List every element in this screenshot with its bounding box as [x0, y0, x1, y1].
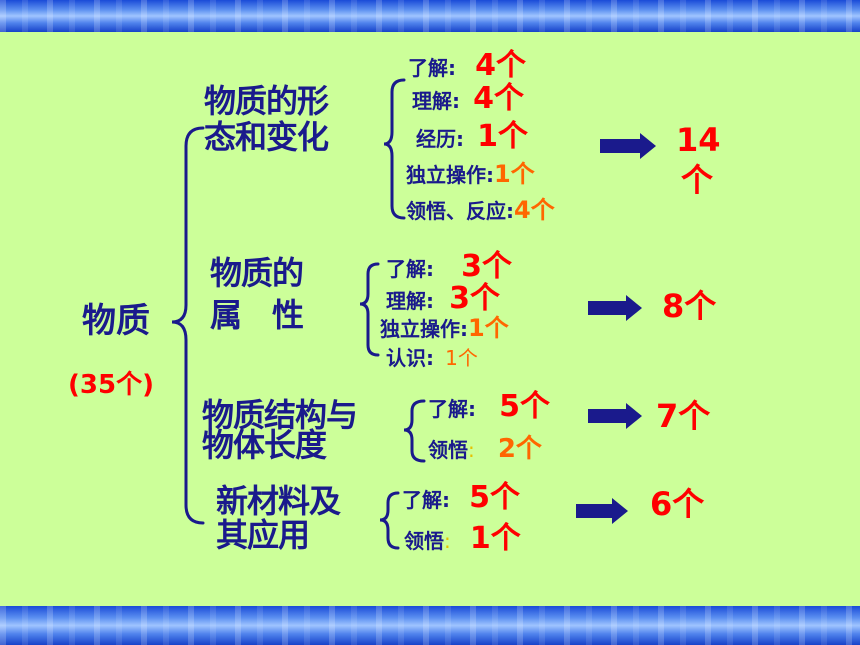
section-3-title-line2: 物体长度: [202, 426, 327, 464]
section-3-total: 7个: [656, 397, 711, 435]
bottom-decorative-band: [0, 606, 860, 645]
section-4-item-2: 领悟: 1个: [404, 521, 521, 556]
section-2-brace: [359, 262, 380, 357]
section-1-title-line1: 物质的形: [204, 82, 329, 120]
arrow-icon-section-1: [600, 133, 656, 159]
section-3-item-1: 了解: 5个: [428, 389, 550, 424]
section-4-title-line2: 其应用: [216, 516, 310, 554]
section-1-item-1: 了解: 4个: [408, 48, 526, 83]
section-1-item-5: 领悟、反应:4个: [406, 196, 555, 224]
section-2-total: 8个: [662, 287, 717, 325]
arrow-icon-section-3: [588, 403, 642, 429]
top-decorative-band: [0, 0, 860, 32]
section-4-title-line1: 新材料及: [216, 482, 341, 520]
section-1-total-line2: 个: [681, 161, 714, 199]
section-3-item-2: 领悟: 2个: [428, 434, 542, 464]
section-2-title-line2: 属 性: [210, 296, 304, 334]
arrow-icon-section-4: [576, 498, 628, 524]
section-2-title-line1: 物质的: [210, 254, 304, 292]
section-4-total: 6个: [650, 485, 705, 523]
root-brace: [171, 126, 205, 525]
section-1-item-3: 经历: 1个: [416, 119, 528, 154]
section-3-brace: [403, 399, 426, 463]
root-title: 物质: [82, 301, 150, 341]
section-2-item-3: 独立操作:1个: [380, 314, 509, 342]
root-count: (35个): [68, 370, 154, 400]
section-1-brace: [383, 78, 406, 220]
section-1-title-line2: 态和变化: [204, 118, 329, 156]
section-2-item-1: 了解: 3个: [386, 249, 512, 284]
section-1-item-2: 理解: 4个: [412, 81, 524, 116]
section-4-item-1: 了解: 5个: [402, 480, 520, 515]
section-1-item-4: 独立操作:1个: [406, 160, 535, 188]
arrow-icon-section-2: [588, 295, 642, 321]
section-3-title-line1: 物质结构与: [202, 396, 358, 434]
section-2-item-2: 理解: 3个: [386, 281, 500, 316]
section-2-item-4: 认识: 1个: [386, 346, 478, 370]
section-1-total-line1: 14: [676, 121, 721, 159]
section-4-brace: [379, 491, 400, 550]
